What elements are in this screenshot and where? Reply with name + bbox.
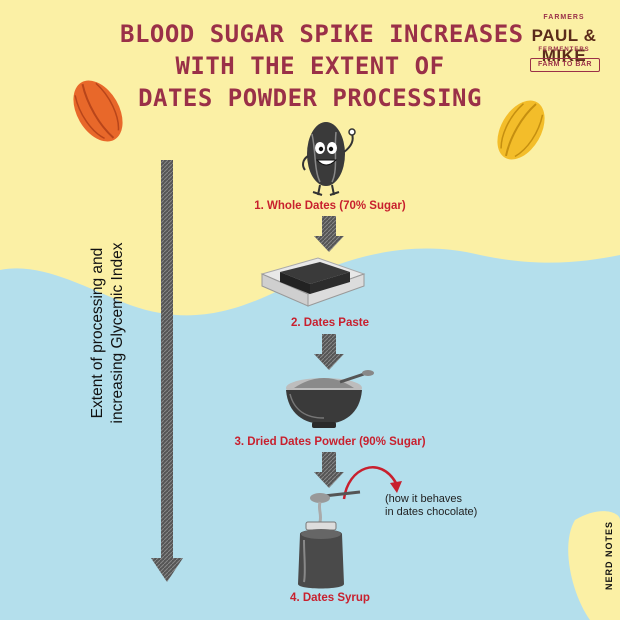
side-label-line-1: Extent of processing and	[89, 247, 106, 419]
note-line-1: (how it behaves	[385, 493, 463, 505]
brand-tag: FARM TO BAR	[530, 58, 600, 72]
whole-date-icon	[302, 122, 356, 196]
side-label: Extent of processing and increasing Glyc…	[88, 208, 128, 458]
page-title: BLOOD SUGAR SPIKE INCREASES WITH THE EXT…	[120, 18, 524, 114]
down-arrow-icon	[314, 216, 344, 252]
brand-name: PAUL & MIKE	[531, 26, 597, 65]
title-line-2: WITH THE EXTENT OF	[175, 52, 445, 80]
brand-logo: FARMERS PAUL & MIKE FERMENTERS FARM TO B…	[518, 14, 610, 86]
title-line-1: BLOOD SUGAR SPIKE INCREASES	[120, 20, 524, 48]
note-line-2: in dates chocolate)	[385, 506, 478, 518]
brand-sub: FERMENTERS	[538, 47, 590, 53]
side-label-line-2: increasing Glycemic Index	[109, 242, 126, 424]
cocoa-pod-orange-icon	[73, 80, 123, 142]
cocoa-pod-yellow-icon	[497, 100, 545, 160]
chocolate-note: (how it behaves in dates chocolate)	[385, 493, 477, 519]
step-label-2: 2. Dates Paste	[291, 317, 369, 329]
title-line-3: DATES POWDER PROCESSING	[138, 84, 482, 112]
dates-syrup-jar-icon	[298, 490, 361, 589]
process-arrow-icon	[151, 160, 183, 582]
brand-top: FARMERS	[543, 14, 585, 21]
dates-powder-bowl-icon	[286, 370, 374, 428]
step-label-1: 1. Whole Dates (70% Sugar)	[254, 200, 406, 212]
dates-paste-icon	[260, 257, 366, 307]
down-arrow-icon	[314, 452, 344, 488]
nerd-notes-tag: NERD NOTES	[604, 520, 614, 590]
red-curved-arrow-icon	[342, 466, 402, 500]
step-label-3: 3. Dried Dates Powder (90% Sugar)	[234, 436, 426, 448]
step-label-4: 4. Dates Syrup	[290, 592, 370, 604]
down-arrow-icon	[314, 334, 344, 370]
